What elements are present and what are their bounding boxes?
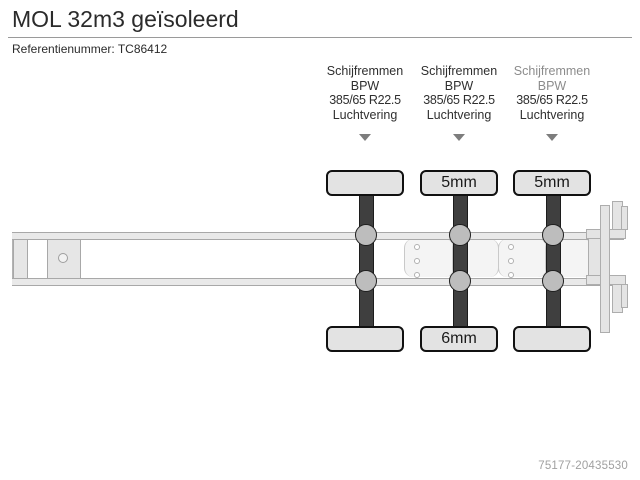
axle-2-make: BPW xyxy=(444,78,474,93)
chassis-holes xyxy=(508,244,514,286)
axle-3-tyre-size: 385/65 R22.5 xyxy=(516,93,588,107)
axle-3-make: BPW xyxy=(537,78,567,93)
wheel-hub-3-top xyxy=(542,224,564,246)
axle-callout-2: Schijfremmen BPW 385/65 R22.5 Luchtverin… xyxy=(411,64,507,122)
tyre-tread-box-2-bottom[interactable]: 6mm xyxy=(420,326,498,352)
rear-corner-post-bottom xyxy=(621,284,628,308)
axle-3-suspension: Luchtvering xyxy=(519,107,585,122)
chassis-rail-top xyxy=(12,232,624,240)
reference-number-label: Referentienummer: TC86412 xyxy=(12,42,168,56)
page-title: MOL 32m3 geïsoleerd xyxy=(12,6,239,32)
kingpin-icon xyxy=(58,253,68,263)
chevron-down-icon-axle-1 xyxy=(359,134,371,141)
tyre-tread-box-2-top[interactable]: 5mm xyxy=(420,170,498,196)
tyre-tread-box-3-bottom[interactable] xyxy=(513,326,591,352)
axle-2-suspension: Luchtvering xyxy=(426,107,492,122)
axle-callout-1: Schijfremmen BPW 385/65 R22.5 Luchtverin… xyxy=(317,64,413,122)
wheel-hub-1-top xyxy=(355,224,377,246)
chevron-down-icon-axle-2 xyxy=(453,134,465,141)
axle-1-tyre-size: 385/65 R22.5 xyxy=(329,93,401,107)
front-plate-gap xyxy=(27,238,49,280)
chassis-cutout xyxy=(404,239,454,277)
axle-1-make: BPW xyxy=(350,78,380,93)
axle-shaft-1-mid xyxy=(359,238,374,278)
rear-corner-post-top xyxy=(621,206,628,230)
axle-1-suspension: Luchtvering xyxy=(332,107,398,122)
axle-1-brakes: Schijfremmen xyxy=(326,64,404,78)
axle-2-tyre-size: 385/65 R22.5 xyxy=(423,93,495,107)
header-divider xyxy=(8,37,632,38)
wheel-hub-2-bottom xyxy=(449,270,471,292)
chassis-holes xyxy=(414,244,420,286)
axle-2-brakes: Schijfremmen xyxy=(420,64,498,78)
wheel-hub-1-bottom xyxy=(355,270,377,292)
page-header: MOL 32m3 geïsoleerd Referentienummer: TC… xyxy=(0,0,640,62)
axle-shaft-3-mid xyxy=(546,238,561,278)
tyre-tread-box-1-bottom[interactable] xyxy=(326,326,404,352)
axle-callout-3: Schijfremmen BPW 385/65 R22.5 Luchtverin… xyxy=(504,64,600,122)
tyre-tread-box-3-top[interactable]: 5mm xyxy=(513,170,591,196)
rear-vertical-post xyxy=(600,205,610,333)
wheel-hub-2-top xyxy=(449,224,471,246)
axle-shaft-2-mid xyxy=(453,238,468,278)
tyre-tread-box-1-top[interactable] xyxy=(326,170,404,196)
chassis-rail-bottom xyxy=(12,278,624,286)
wheel-hub-3-bottom xyxy=(542,270,564,292)
chevron-down-icon-axle-3 xyxy=(546,134,558,141)
watermark-id: 75177-20435530 xyxy=(538,460,628,472)
chassis-cutout xyxy=(498,239,547,277)
axle-3-brakes: Schijfremmen xyxy=(513,64,591,78)
